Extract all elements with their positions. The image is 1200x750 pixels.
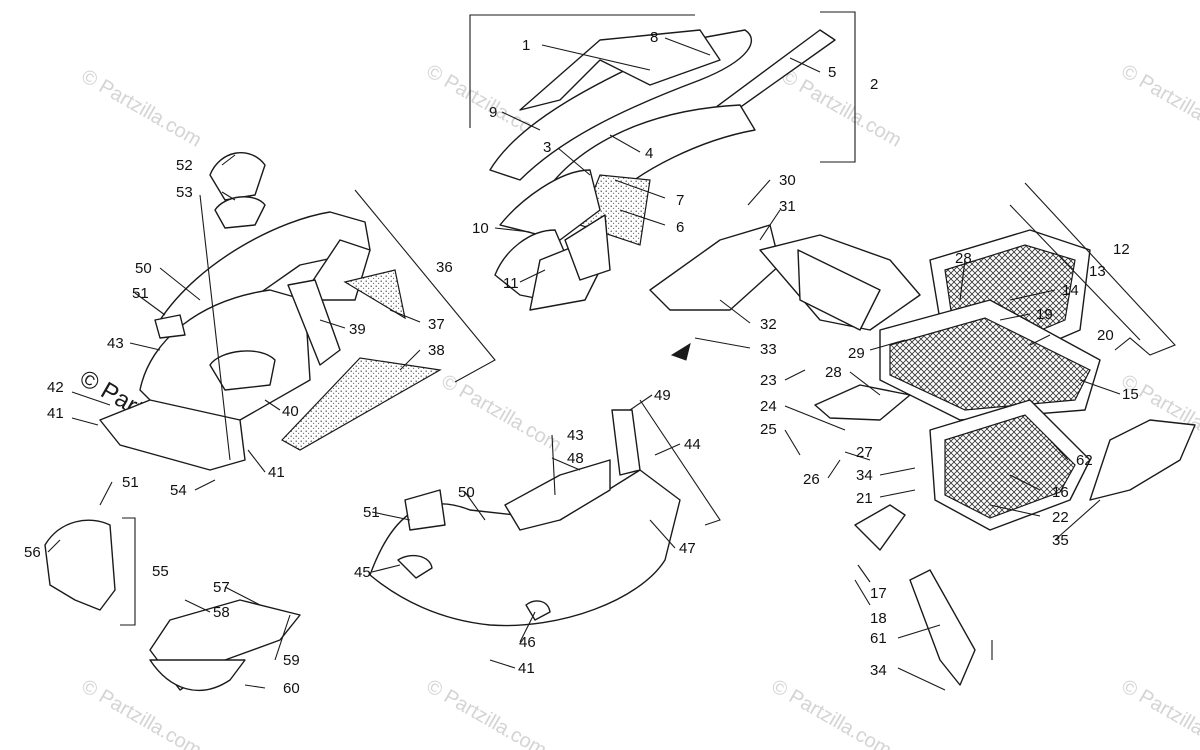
callout-62: 62 (1076, 452, 1093, 469)
callout-52: 52 (176, 157, 193, 174)
side-panel-drawing (99, 151, 442, 471)
callout-43: 43 (107, 335, 124, 352)
callout-51: 51 (132, 285, 149, 302)
callout-34: 34 (856, 467, 873, 484)
callout-39: 39 (349, 321, 366, 338)
callout-22: 22 (1052, 509, 1069, 526)
watermark: © Partzilla.com (438, 370, 566, 456)
callout-50: 50 (135, 260, 152, 277)
hood-assembly-drawing (489, 29, 836, 311)
callout-10: 10 (472, 220, 489, 237)
watermark: © Partzilla.com (768, 675, 896, 750)
callout-24: 24 (760, 398, 777, 415)
callout-16: 16 (1052, 484, 1069, 501)
callout-21: 21 (856, 490, 873, 507)
belly-pan-drawing (369, 409, 681, 627)
callout-14: 14 (1062, 282, 1079, 299)
callout-58: 58 (213, 604, 230, 621)
callout-41b: 41 (268, 464, 285, 481)
callout-28: 28 (955, 250, 972, 267)
watermark: © Partzilla.com (1118, 60, 1200, 146)
callout-44: 44 (684, 436, 701, 453)
callout-55: 55 (152, 563, 169, 580)
callout-25: 25 (760, 421, 777, 438)
callout-15: 15 (1122, 386, 1139, 403)
watermark: © Partzilla.com (778, 65, 906, 151)
callout-12: 12 (1113, 241, 1130, 258)
callout-2: 2 (870, 76, 878, 93)
callout-35: 35 (1052, 532, 1069, 549)
callout-48: 48 (567, 450, 584, 467)
callout-56: 56 (24, 544, 41, 561)
callout-9: 9 (489, 104, 497, 121)
callout-18: 18 (870, 610, 887, 627)
side-panel-right-drawing (649, 224, 921, 361)
callout-38: 38 (428, 342, 445, 359)
lower-left-parts-drawing (44, 519, 301, 692)
callout-3: 3 (543, 139, 551, 156)
callout-51b: 51 (122, 474, 139, 491)
callout-13: 13 (1089, 263, 1106, 280)
callout-49: 49 (654, 387, 671, 404)
callout-43b: 43 (567, 427, 584, 444)
callout-1: 1 (522, 37, 530, 54)
leader-lines (47, 37, 1121, 691)
callout-31: 31 (779, 198, 796, 215)
watermark: © Partzilla.com (423, 675, 551, 750)
watermark: © Partzilla.com (1118, 675, 1200, 750)
callout-33: 33 (760, 341, 777, 358)
callout-46: 46 (519, 634, 536, 651)
group-brackets (120, 11, 1176, 660)
callout-41: 41 (47, 405, 64, 422)
callout-36: 36 (436, 259, 453, 276)
callout-8: 8 (650, 29, 658, 46)
callout-4: 4 (645, 145, 653, 162)
callout-labels: 1 2 3 4 5 6 7 8 9 10 11 12 13 14 15 16 1… (24, 29, 1139, 697)
callout-28b: 28 (825, 364, 842, 381)
callout-60: 60 (283, 680, 300, 697)
callout-50b: 50 (458, 484, 475, 501)
callout-34b: 34 (870, 662, 887, 679)
callout-42: 42 (47, 379, 64, 396)
callout-20: 20 (1097, 327, 1114, 344)
callout-29: 29 (848, 345, 865, 362)
callout-37: 37 (428, 316, 445, 333)
callout-59: 59 (283, 652, 300, 669)
callout-51c: 51 (363, 504, 380, 521)
callout-32: 32 (760, 316, 777, 333)
nose-assembly-drawing (814, 229, 1196, 686)
callout-30: 30 (779, 172, 796, 189)
callout-17: 17 (870, 585, 887, 602)
callout-6: 6 (676, 219, 684, 236)
callout-19: 19 (1036, 306, 1053, 323)
callout-23: 23 (760, 372, 777, 389)
callout-41c: 41 (518, 660, 535, 677)
callout-26: 26 (803, 471, 820, 488)
callout-27: 27 (856, 444, 873, 461)
callout-57: 57 (213, 579, 230, 596)
callout-5: 5 (828, 64, 836, 81)
callout-61: 61 (870, 630, 887, 647)
callout-40: 40 (282, 403, 299, 420)
callout-11: 11 (503, 275, 519, 292)
callout-45: 45 (354, 564, 371, 581)
callout-7: 7 (676, 192, 684, 209)
watermark: © Partzilla.com (78, 65, 206, 151)
callout-53: 53 (176, 184, 193, 201)
callout-54: 54 (170, 482, 187, 499)
callout-47: 47 (679, 540, 696, 557)
